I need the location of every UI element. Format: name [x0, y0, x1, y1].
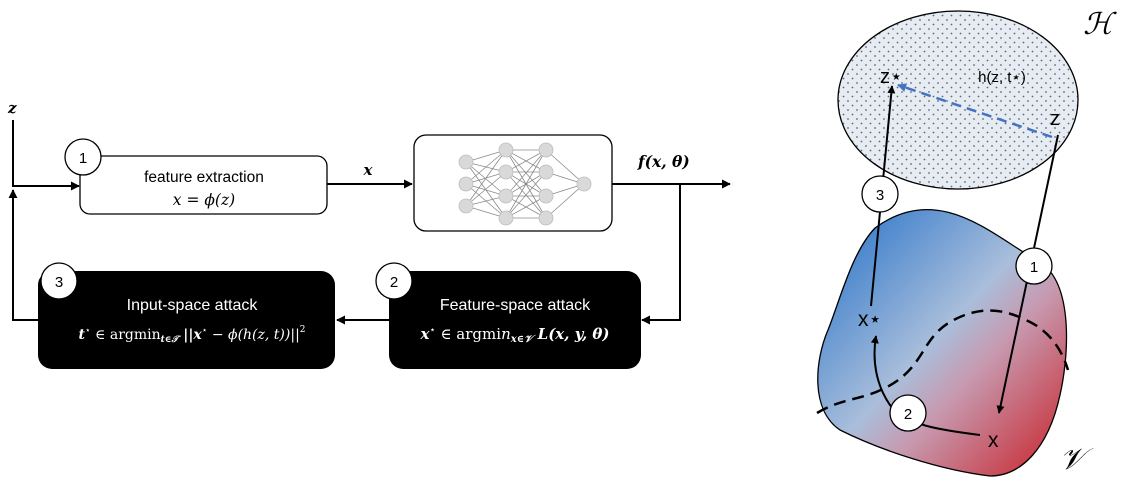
transformation-label: h(z, t⋆) — [978, 69, 1026, 86]
nn-node — [458, 198, 474, 214]
nn-node — [538, 164, 554, 180]
input-space-attack-box — [38, 271, 335, 369]
step-1-label: 1 — [79, 150, 87, 167]
nn-node — [498, 164, 514, 180]
output-label: f(x, θ) — [637, 152, 690, 171]
feature-space-attack-box — [389, 271, 641, 369]
nn-connection — [465, 149, 507, 185]
nn-connection — [505, 195, 547, 219]
step-2-badge — [375, 262, 413, 300]
problem-space-symbol: ℋ — [1083, 7, 1117, 42]
nn-node — [498, 188, 514, 204]
space-step-3-label: 3 — [876, 187, 884, 204]
input-z-label: z — [7, 99, 17, 117]
pipeline: z feature extraction x = ϕ(z) 1 x f(x, θ… — [7, 99, 731, 369]
nn-connection — [545, 149, 585, 185]
space-step-2-label: 2 — [904, 406, 912, 423]
nn-node — [498, 210, 514, 226]
nn-node — [538, 210, 554, 226]
nn-connection — [505, 149, 547, 197]
nn-connection — [505, 171, 547, 219]
space-step-2-badge — [889, 394, 927, 432]
feature-space-attack-title: Feature-space attack — [440, 297, 591, 314]
feature-x-label: x — [363, 161, 374, 179]
decision-boundary — [816, 309, 1070, 415]
feature-extraction-formula: x = ϕ(z) — [173, 191, 235, 209]
z-star-label: z⋆ — [880, 66, 903, 88]
step-3-badge — [40, 262, 78, 300]
space-step-1-badge — [1015, 247, 1053, 285]
step-1-badge — [64, 138, 102, 176]
nn-node — [458, 176, 474, 192]
nn-node — [538, 142, 554, 158]
loop-back-arrow — [8, 189, 38, 321]
nn-node — [538, 188, 554, 204]
feature-space-symbol: 𝒱 — [1060, 442, 1094, 477]
input-space-attack-title: Input-space attack — [127, 297, 259, 314]
transformation-arrow — [897, 83, 1053, 139]
nn-node — [576, 176, 592, 192]
nn-connection — [545, 183, 585, 219]
space-step-1-label: 1 — [1030, 259, 1038, 276]
spaces-illustration: ℋ 𝒱 h(z, t⋆) z⋆ z 1 2 3 x⋆ x — [816, 7, 1117, 477]
problem-space-ellipse — [837, 10, 1079, 190]
nn-connection — [465, 171, 507, 207]
nn-connection — [465, 149, 507, 207]
step-3-label: 3 — [55, 274, 63, 291]
x-star-label: x⋆ — [858, 308, 882, 331]
feedback-arrow — [641, 184, 681, 325]
nn-connection — [505, 149, 547, 173]
feature-extraction-title: feature extraction — [144, 169, 264, 186]
space-step-3-badge — [861, 175, 899, 213]
nn-node — [458, 154, 474, 170]
feature-space-attack-formula: x⋆ ∈ argminx∈𝒱 L(x, y, θ) — [419, 325, 609, 345]
nn-node — [498, 142, 514, 158]
mapping-arrow-2 — [870, 335, 981, 436]
z-label: z — [1050, 108, 1060, 130]
step-2-label: 2 — [390, 274, 398, 291]
neural-network-icon — [458, 142, 592, 226]
x-label: x — [988, 429, 999, 452]
nn-connection — [505, 149, 547, 219]
input-space-attack-formula: t⋆ ∈ argmint∈𝒯 ||x⋆ − ϕ(h(z, t))||2 — [78, 325, 305, 345]
nn-connection — [465, 161, 507, 197]
